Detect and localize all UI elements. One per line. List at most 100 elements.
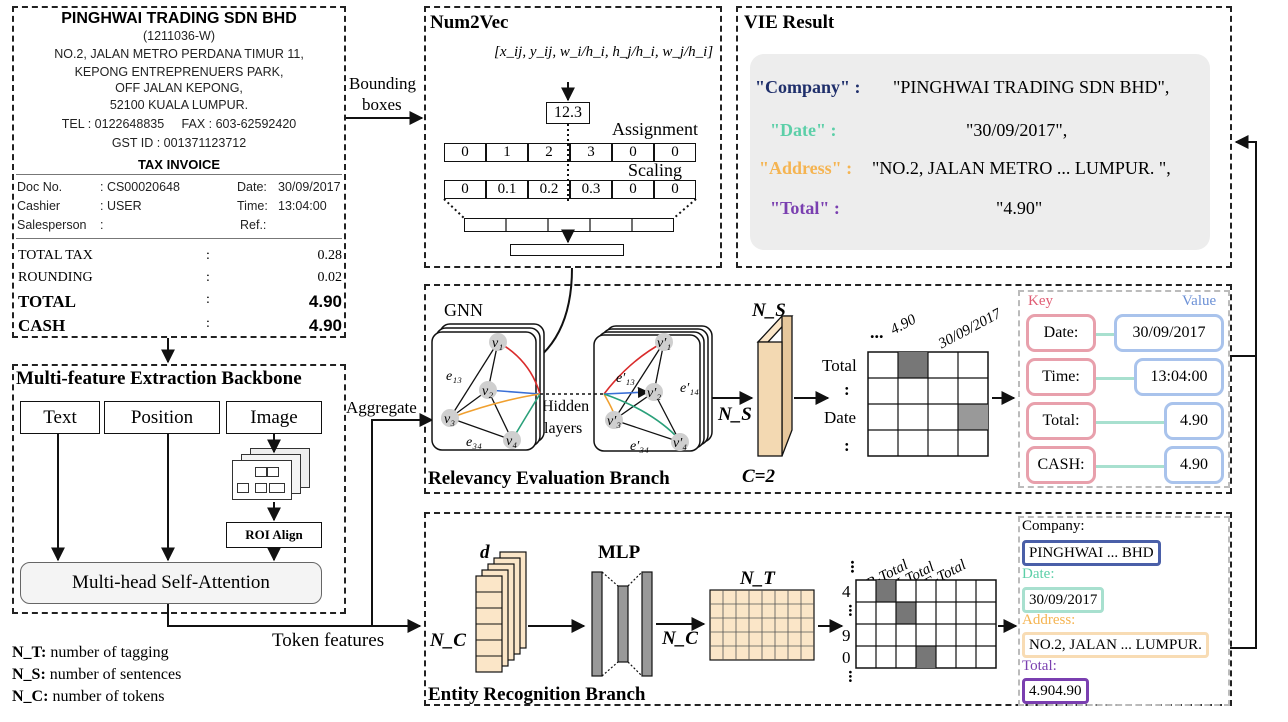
receipt-divider-bottom — [16, 238, 342, 239]
feature-map-cell — [255, 483, 267, 493]
vie-value-address: "NO.2, JALAN METRO ... LUMPUR. ", — [872, 158, 1171, 178]
kv-link — [1094, 377, 1136, 380]
node-v1-text: v₁ — [492, 336, 503, 351]
tag-row-0: 0 — [842, 648, 851, 667]
feature-map-cell — [267, 467, 279, 477]
mlp-link — [601, 571, 619, 587]
edge-e13: e₁₃ — [446, 369, 462, 384]
gnn-edge — [487, 389, 513, 441]
receipt-total-value: 0.28 — [317, 248, 343, 263]
gnn-edge-blue — [603, 386, 650, 399]
image-feature-box: Image — [226, 401, 322, 434]
kv-panel — [1018, 290, 1230, 488]
vie-result-panel — [736, 6, 1232, 268]
vie-key-total: "Total" : — [770, 198, 840, 218]
legend-text: number of sentences — [49, 666, 182, 683]
gnn-edge — [449, 417, 513, 441]
key-heading: Key — [1028, 293, 1053, 309]
num2vec-value-box: 12.3 — [546, 102, 590, 124]
receipt-reg: (1211036-W) — [142, 29, 216, 43]
receipt-total-row: TOTAL : 4.90 — [16, 290, 344, 314]
tag-matrix — [855, 579, 997, 669]
legend-item: N_T: number of tagging — [12, 644, 169, 662]
node-v4p-text: v′₄ — [673, 436, 687, 451]
scale-cell: 0 — [654, 180, 696, 199]
arrow-aggregate — [371, 413, 434, 626]
receipt-date-value: 30/09/2017 — [278, 180, 341, 194]
legend-key: N_T: — [12, 644, 47, 661]
legend-text: number of tagging — [50, 644, 169, 661]
receipt-total-label: TOTAL — [18, 292, 76, 311]
arrow-token-features — [167, 604, 422, 633]
gnn-edge — [653, 391, 681, 443]
gnn-nodes-left: v₁ v₂ v₃ v₄ e₁₃ e₃₄ — [441, 333, 521, 450]
kv-link — [1094, 421, 1166, 424]
mlp-layer — [641, 571, 653, 677]
vie-value-company: "PINGHWAI TRADING SDN BHD", — [893, 77, 1170, 97]
nc-label-1: N_C — [430, 630, 466, 651]
receipt-panel — [12, 6, 346, 338]
receipt-total-value: 0.02 — [317, 270, 343, 285]
ns-block-side — [781, 315, 793, 457]
edge-e13p: e′₁₃ — [616, 371, 635, 386]
gnn-edge-orange — [449, 393, 541, 419]
vie-key-address: "Address" : — [759, 158, 853, 178]
node-v3 — [441, 409, 459, 427]
ns-side-label: N_S — [718, 404, 752, 425]
kv-link — [1094, 465, 1166, 468]
mlp-link — [627, 661, 643, 677]
receipt-sales-value: : — [100, 218, 104, 232]
receipt-total-colon: : — [206, 270, 210, 285]
tag-col-ellipsis: ... — [847, 560, 867, 574]
receipt-address-1: NO.2, JALAN METRO PERDANA TIMUR 11, — [54, 47, 304, 61]
aggregate-label: Aggregate — [346, 398, 417, 417]
value-total: 4.90 — [1164, 402, 1224, 440]
nt-label: N_T — [740, 568, 775, 589]
receipt-doc-label: Doc No. — [17, 180, 63, 194]
output-vector — [510, 244, 624, 256]
receipt-total-value: 4.90 — [308, 292, 342, 311]
receipt-cashier-label: Cashier — [17, 199, 61, 213]
tag-row-9: 9 — [842, 626, 851, 645]
key-date: Date: — [1026, 314, 1096, 352]
hidden-layers-label-1: Hidden — [542, 398, 590, 415]
legend-text: number of tokens — [52, 688, 165, 705]
key-total: Total: — [1026, 402, 1096, 440]
entity-panel — [424, 512, 1232, 706]
result-company-value: PINGHWAI ... BHD — [1022, 540, 1161, 566]
nc-label-2: N_C — [662, 628, 698, 649]
receipt-tel-fax: TEL : 0122648835 FAX : 603-62592420 — [61, 117, 297, 131]
edge-e34: e₃₄ — [466, 435, 482, 450]
legend-item: N_C: number of tokens — [12, 688, 164, 706]
assign-cell: 1 — [486, 143, 528, 162]
position-feature-box: Position — [104, 401, 220, 434]
receipt-gst: GST ID : 001371123712 — [111, 136, 247, 150]
arrow-relevancy-to-vie — [1230, 135, 1257, 357]
entity-results-panel — [1018, 516, 1230, 706]
vie-key-date: "Date" : — [770, 120, 837, 140]
matrix-hit-total — [898, 352, 928, 378]
result-total-value: 4.904.90 — [1022, 678, 1089, 704]
gnn-label: GNN — [444, 300, 483, 320]
receipt-time-label: Time: — [237, 199, 268, 213]
node-v2-text: v₂ — [482, 384, 493, 399]
token-features-label: Token features — [272, 630, 385, 651]
assign-cell: 0 — [444, 143, 486, 162]
result-company-label: Company: — [1022, 518, 1085, 534]
value-cash: 4.90 — [1164, 446, 1224, 484]
receipt-total-colon: : — [206, 316, 210, 331]
matrix-row-date: Date — [824, 408, 857, 427]
relevancy-title: Relevancy Evaluation Branch — [428, 468, 670, 489]
node-v2 — [479, 381, 497, 399]
key-cash: CASH: — [1026, 446, 1096, 484]
receipt-total-row: CASH : 4.90 — [16, 314, 344, 338]
node-v3p-text: v′₃ — [607, 414, 621, 429]
receipt-total-row: ROUNDING : 0.02 — [16, 268, 344, 290]
scale-cell: 0 — [612, 180, 654, 199]
entity-title: Entity Recognition Branch — [428, 684, 646, 705]
d-label: d — [480, 542, 490, 563]
node-v2p — [645, 383, 663, 401]
gnn-nodes-right: v′₁ v′₂ v′₃ v′₄ e′₁₃ e′₁₄ e′₃₄ — [605, 333, 699, 454]
kv-link — [1094, 333, 1116, 336]
